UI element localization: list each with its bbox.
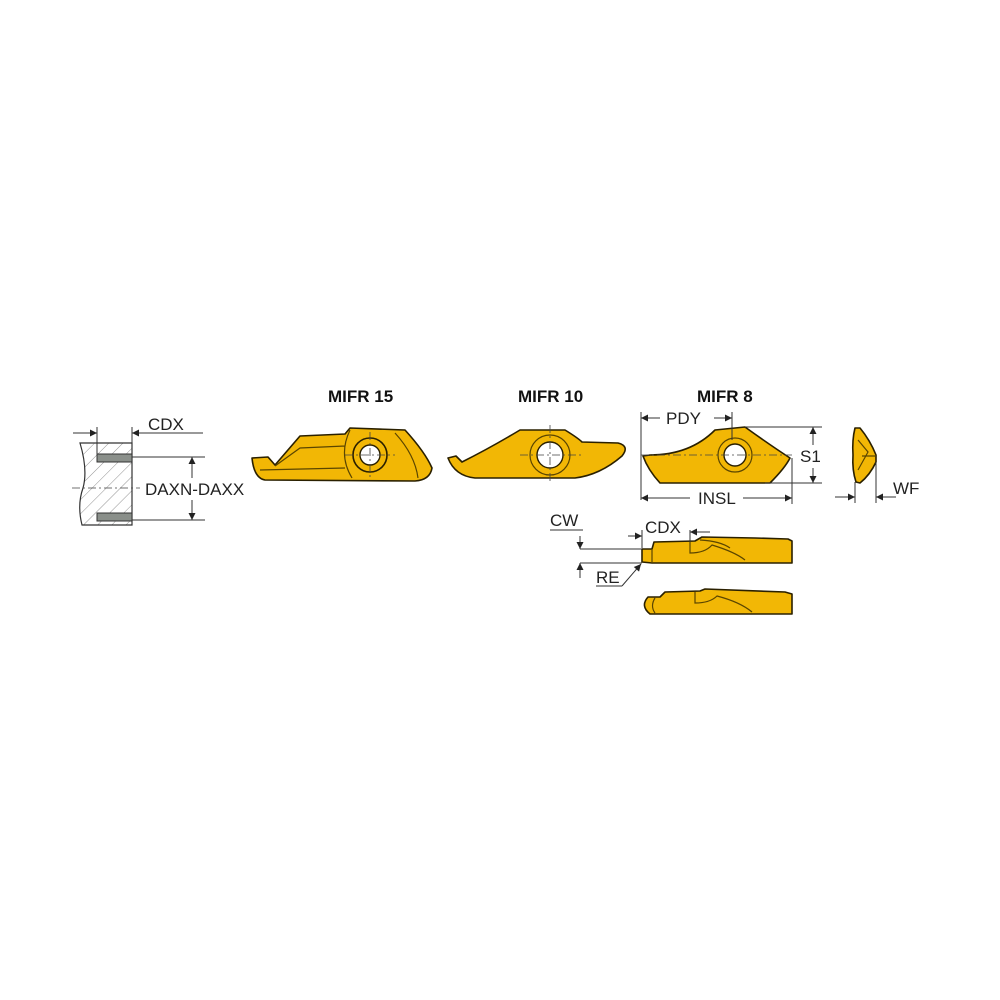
- insert-title: MIFR 8: [697, 387, 753, 406]
- re-label: RE: [596, 568, 620, 587]
- insert-mifr-10: MIFR 10: [447, 387, 626, 482]
- insert-side-view-bottom: [643, 588, 793, 615]
- cdx-label: CDX: [148, 415, 184, 434]
- insert-mifr-15: MIFR 15: [251, 387, 433, 482]
- diameter-label: DAXN-DAXX: [145, 480, 244, 499]
- insert-end-view: WF: [835, 427, 919, 503]
- s1-label: S1: [800, 447, 821, 466]
- insert-title: MIFR 15: [328, 387, 393, 406]
- insert-side-view-top: CDX CW RE: [550, 511, 793, 587]
- groove-slot-top: [96, 453, 133, 463]
- groove-slot-bottom: [96, 512, 133, 522]
- wf-label: WF: [893, 479, 919, 498]
- groove-section: CDX DAXN-DAXX: [72, 415, 244, 526]
- insl-label: INSL: [698, 489, 736, 508]
- workpiece-section: [79, 442, 133, 526]
- insert-mifr-8: MIFR 8 PDY S1 INSL: [640, 387, 822, 508]
- pdy-label: PDY: [666, 409, 701, 428]
- cw-label: CW: [550, 511, 578, 530]
- insert-title: MIFR 10: [518, 387, 583, 406]
- cdx-side-label: CDX: [645, 518, 681, 537]
